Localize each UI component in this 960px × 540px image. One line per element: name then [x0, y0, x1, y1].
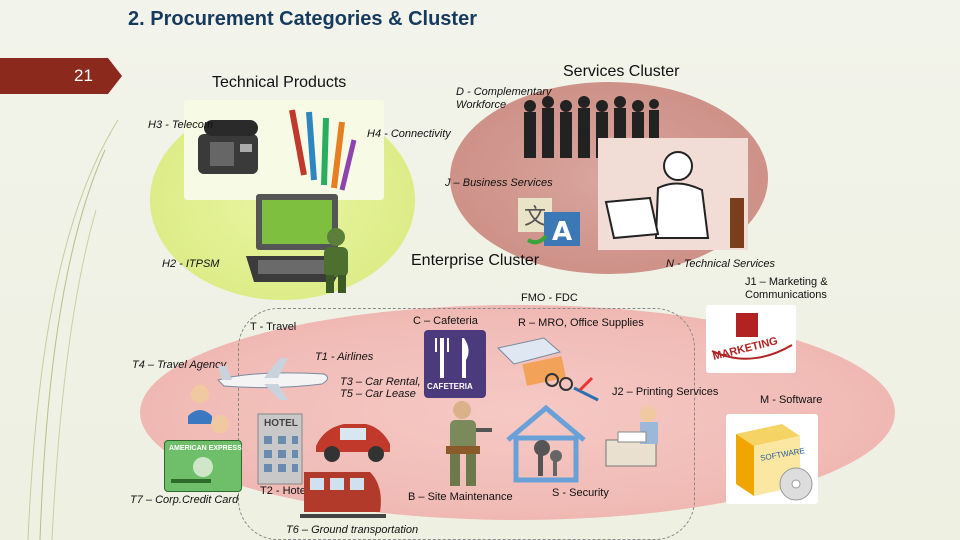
- slide-title: 2. Procurement Categories & Cluster: [128, 8, 477, 31]
- svg-text:A: A: [552, 217, 572, 247]
- svg-text:文: 文: [524, 205, 546, 230]
- category-t7: T7 – Corp.Credit Card: [130, 494, 238, 507]
- category-t: T - Travel: [250, 321, 296, 334]
- cafeteria-sign: CAFETERIA: [424, 330, 486, 398]
- category-d-line2: Workforce: [456, 99, 506, 112]
- category-fmo: FMO - FDC: [521, 292, 578, 305]
- category-h4: H4 - Connectivity: [367, 128, 451, 141]
- slide-number-badge: [0, 58, 122, 94]
- train-picture: [300, 462, 386, 522]
- printing-worker-picture: [600, 400, 680, 472]
- office-worker-picture: [598, 138, 748, 250]
- category-j1-line1: J1 – Marketing &: [745, 276, 828, 289]
- security-house-picture: [502, 404, 590, 484]
- maintenance-worker-picture: [432, 398, 498, 492]
- category-t4: T4 – Travel Agency: [132, 359, 226, 372]
- technician-icon: [318, 225, 354, 295]
- slide-number: 21: [74, 66, 93, 86]
- category-j: J – Business Services: [445, 177, 553, 190]
- category-t3-line2: T5 – Car Lease: [340, 388, 416, 401]
- category-j2: J2 – Printing Services: [612, 386, 718, 399]
- category-c: C – Cafeteria: [413, 315, 478, 328]
- marketing-picture: MARKETING: [706, 305, 796, 373]
- category-n: N - Technical Services: [666, 258, 775, 271]
- category-h3: H3 - Telecom: [148, 119, 213, 132]
- car-picture: [310, 410, 396, 466]
- category-h2: H2 - ITPSM: [162, 258, 219, 271]
- telecom-cables-picture: [184, 100, 384, 200]
- services-cluster-heading: Services Cluster: [563, 63, 679, 81]
- telephone-icon: [184, 100, 384, 200]
- credit-card-picture: AMERICAN EXPRESS: [164, 440, 242, 492]
- cafeteria-text: CAFETERIA: [427, 382, 473, 391]
- category-s: S - Security: [552, 487, 609, 500]
- credit-card-text: AMERICAN EXPRESS: [169, 445, 242, 452]
- hotel-text: HOTEL: [264, 418, 298, 429]
- office-supplies-picture: [494, 330, 606, 404]
- category-r: R – MRO, Office Supplies: [518, 317, 644, 330]
- technical-products-heading: Technical Products: [212, 74, 346, 92]
- category-j1-line2: Communications: [745, 289, 827, 302]
- house-keys-icon: [502, 404, 590, 484]
- category-t6: T6 – Ground transportation: [286, 524, 418, 537]
- translation-icon: 文 A: [516, 196, 582, 248]
- category-m: M - Software: [760, 394, 822, 407]
- category-b: B – Site Maintenance: [408, 491, 513, 504]
- software-box-picture: SOFTWARE: [726, 414, 818, 504]
- category-d-line1: D - Complementary: [456, 86, 551, 99]
- enterprise-cluster-heading: Enterprise Cluster: [411, 252, 539, 270]
